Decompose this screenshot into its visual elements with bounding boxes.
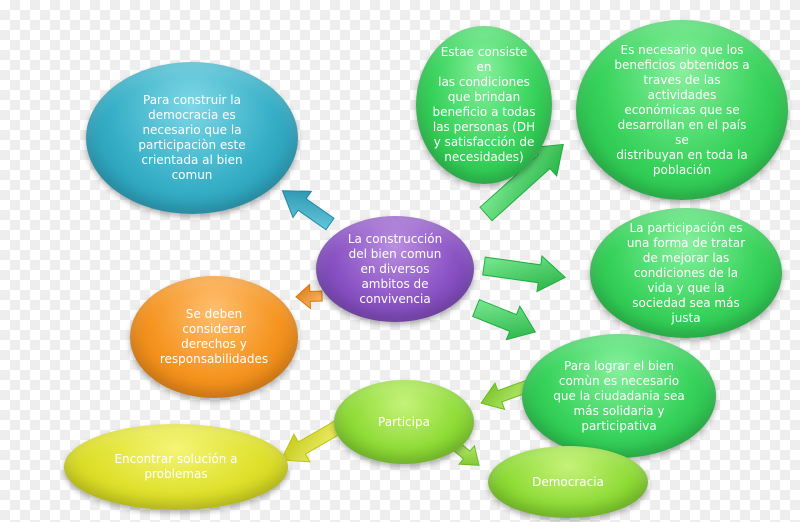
- node-encontrar-solucion: Encontrar solución a problemas: [64, 424, 288, 510]
- text-line: más solidaria y: [573, 403, 665, 418]
- text-line: y satisfacción de: [433, 135, 535, 149]
- text-line: considerar: [182, 322, 246, 336]
- node-text: Encontrar solución a problemas: [114, 452, 237, 482]
- node-center-bien-comun: La construcción del bien comun en divers…: [316, 216, 474, 322]
- text-line: Democracia: [532, 474, 604, 489]
- arrow-to-democracia: [452, 441, 480, 466]
- text-line: Para construir la: [143, 93, 241, 107]
- text-line: responsabilidades: [159, 352, 269, 366]
- text-line: democracia es: [148, 108, 236, 122]
- text-line: Estae consiste en: [440, 45, 528, 74]
- text-line: traves de las actividades: [643, 72, 721, 102]
- text-line: participativa: [581, 418, 657, 433]
- text-line: Encontrar solución a: [114, 452, 238, 466]
- node-participacion-forma: La participación es una forma de tratar …: [590, 208, 782, 338]
- text-line: necesario que la: [142, 123, 242, 137]
- text-line: del bien comun: [348, 246, 442, 261]
- node-democracia: Democracia: [488, 446, 648, 518]
- node-construir-democracia: Para construir la democracia es necesari…: [86, 62, 298, 214]
- node-distribucion-beneficios: Es necesario que los beneficios obtenido…: [576, 20, 788, 200]
- text-line: de mejorar las: [642, 250, 730, 265]
- node-text: Participa: [378, 415, 430, 430]
- text-line: beneficios obtenidos a: [614, 57, 750, 72]
- text-line: sociedad sea más: [632, 295, 740, 310]
- text-line: una forma de tratar: [626, 235, 746, 250]
- text-line: Se deben: [185, 307, 243, 321]
- text-line: ambitos de: [361, 276, 429, 291]
- node-participa: Participa: [334, 380, 474, 464]
- text-line: beneficio a todas: [432, 105, 536, 119]
- arrow-to-right-mid: [482, 254, 567, 293]
- node-text: Para construir la democracia es necesari…: [138, 93, 245, 183]
- text-line: población: [652, 162, 712, 177]
- text-line: convivencia: [359, 291, 431, 306]
- arrow-to-right-lower: [471, 299, 537, 341]
- node-ciudadania-solidaria: Para lograr el bien comùn es necesario q…: [522, 334, 716, 458]
- text-line: comùn es necesario: [558, 373, 680, 388]
- text-line: desarrollan en el país se: [617, 117, 747, 147]
- text-line: comun: [171, 168, 213, 182]
- text-line: vida y que la: [647, 280, 725, 295]
- text-line: derechos y: [181, 337, 247, 351]
- node-text: La construcción del bien comun en divers…: [348, 232, 442, 307]
- arrow-to-participa: [480, 379, 531, 411]
- arrow-to-left-blue: [281, 190, 335, 231]
- text-line: participaciòn este: [138, 138, 246, 152]
- text-line: las condiciones: [438, 75, 530, 89]
- text-line: Es necesario que los: [620, 42, 744, 57]
- node-text: Democracia: [532, 475, 604, 490]
- arrow-to-problemas: [280, 419, 345, 463]
- node-text: La participación es una forma de tratar …: [627, 221, 745, 326]
- text-line: que la ciudadania sea: [553, 388, 685, 403]
- node-derechos-responsabilidades: Se deben considerar derechos y responsab…: [130, 276, 298, 398]
- text-line: necesidades): [444, 150, 524, 164]
- text-line: en diversos: [360, 261, 430, 276]
- text-line: las personas (DH: [432, 120, 536, 134]
- text-line: distribuyan en toda la: [616, 147, 748, 162]
- text-line: Participa: [378, 414, 430, 429]
- text-line: problemas: [144, 467, 208, 481]
- node-text: Se deben considerar derechos y responsab…: [160, 307, 268, 367]
- text-line: condiciones de la: [633, 265, 739, 280]
- node-condiciones-beneficio: Estae consiste en las condiciones que br…: [416, 26, 552, 184]
- node-text: Es necesario que los beneficios obtenido…: [610, 43, 754, 178]
- text-line: La construcción: [347, 231, 443, 246]
- text-line: Para lograr el bien: [564, 358, 674, 373]
- text-line: crientada al bien: [141, 153, 243, 167]
- node-text: Para lograr el bien comùn es necesario q…: [553, 359, 685, 434]
- text-line: La participación es: [629, 220, 743, 235]
- text-line: justa: [671, 310, 701, 325]
- node-text: Estae consiste en las condiciones que br…: [432, 45, 536, 165]
- text-line: que brindan: [447, 90, 521, 104]
- text-line: económicas que se: [624, 102, 740, 117]
- arrow-to-left-orange: [295, 283, 323, 310]
